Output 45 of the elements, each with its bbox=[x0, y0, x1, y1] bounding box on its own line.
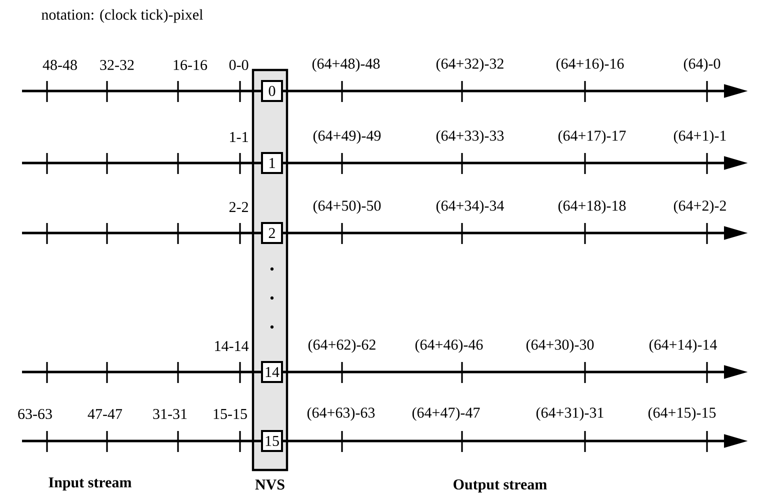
tick-label: (64+49)-49 bbox=[313, 130, 381, 144]
tick-label: (64+32)-32 bbox=[436, 58, 504, 72]
stream-line bbox=[22, 232, 261, 234]
tick-label: (64+2)-2 bbox=[674, 200, 726, 214]
tick-label: (64+31)-31 bbox=[536, 407, 604, 421]
cell-box: 15 bbox=[261, 430, 283, 452]
tick-label: (64+46)-46 bbox=[415, 339, 483, 353]
tick-label: 0-0 bbox=[229, 60, 248, 70]
tick-label: (64+15)-15 bbox=[648, 407, 716, 421]
tick-label: (64+17)-17 bbox=[558, 130, 626, 144]
tick-label: (64+34)-34 bbox=[436, 200, 504, 214]
tick-label: (64+30)-30 bbox=[526, 339, 594, 353]
cell-box: 2 bbox=[261, 222, 283, 244]
tick-label: (64+14)-14 bbox=[649, 339, 717, 353]
section-caption: Output stream bbox=[454, 479, 547, 493]
tick-label: 1-1 bbox=[230, 132, 248, 142]
tick-label: 48-48 bbox=[42, 60, 77, 70]
stream-line bbox=[22, 440, 261, 442]
tick-label: (64+47)-47 bbox=[412, 407, 480, 421]
tick-label: 16-16 bbox=[174, 60, 208, 70]
tick-label: 14-14 bbox=[215, 341, 249, 351]
tick-label: 31-31 bbox=[153, 408, 187, 420]
cell-box: 0 bbox=[261, 80, 283, 102]
tick-label: (64)-0 bbox=[684, 58, 720, 72]
node-label: NVS bbox=[255, 480, 284, 490]
tick-label: 47-47 bbox=[88, 409, 122, 419]
section-caption: Input stream bbox=[48, 478, 132, 490]
tick-label: 2-2 bbox=[229, 202, 248, 212]
tick-label: 32-32 bbox=[100, 60, 134, 70]
tick-label: (64+1)-1 bbox=[674, 130, 726, 144]
tick-label: (64+50)-50 bbox=[313, 200, 381, 214]
cell-box: 1 bbox=[261, 152, 283, 174]
tick-label: 15-15 bbox=[214, 408, 247, 419]
cell-box: 14 bbox=[261, 361, 283, 383]
tick-label: (64+62)-62 bbox=[308, 339, 376, 353]
stream-line bbox=[22, 90, 261, 92]
tick-label: (64+63)-63 bbox=[307, 407, 375, 421]
note-text: notation: (clock tick)-pixel bbox=[42, 9, 203, 23]
tick-label: (64+48)-48 bbox=[312, 58, 380, 72]
tick-label: (64+18)-18 bbox=[558, 200, 626, 214]
tick-label: (64+33)-33 bbox=[436, 130, 504, 144]
stream-line bbox=[22, 162, 261, 164]
tick-label: (64+16)-16 bbox=[556, 58, 624, 72]
tick-label: 63-63 bbox=[18, 408, 52, 420]
stream-line bbox=[22, 370, 261, 374]
